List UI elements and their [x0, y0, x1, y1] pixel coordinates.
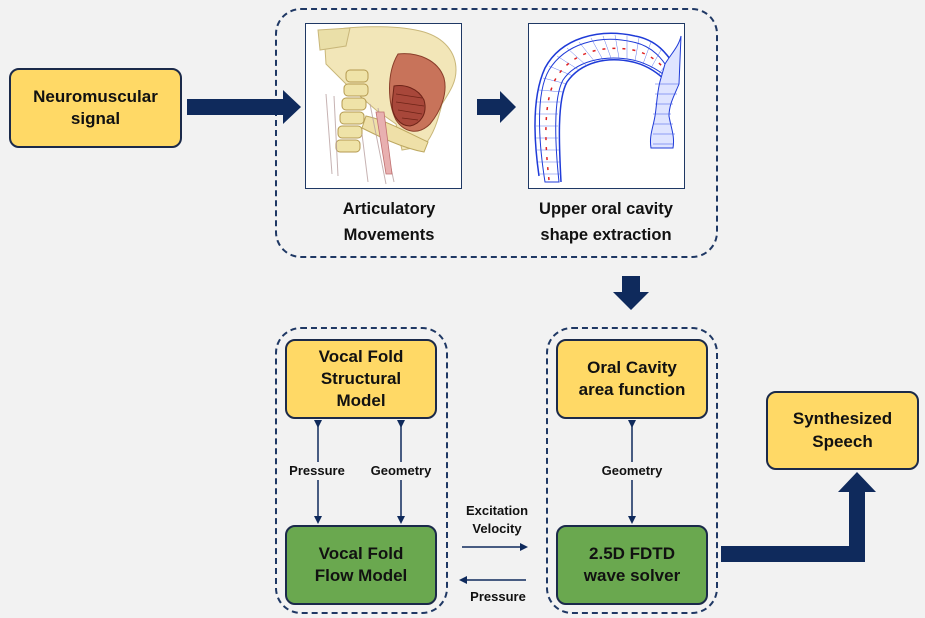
neuromuscular-line-2: signal — [70, 109, 121, 128]
label-pressure-left: Pressure — [282, 462, 352, 481]
articulatory-line-1: Articulatory — [342, 200, 436, 218]
oral-mesh-image — [528, 23, 685, 189]
arrow-fdtd-to-synthesized — [721, 472, 876, 562]
oral-area-line-1: Oral Cavity — [587, 357, 677, 377]
fdtd-line-2: wave solver — [583, 566, 681, 585]
arrow-articulatory-to-oral — [477, 91, 516, 123]
oral-mesh-icon — [529, 24, 684, 188]
articulatory-caption: Articulatory Movements — [305, 197, 473, 248]
synthesized-speech-box: Synthesized Speech — [766, 391, 919, 470]
vf-flow-box: Vocal Fold Flow Model — [285, 525, 437, 605]
oral-area-box: Oral Cavity area function — [556, 339, 708, 419]
head-model-icon — [306, 24, 461, 188]
vf-structural-line-2: Structural — [320, 368, 402, 388]
label-geometry-right: Geometry — [592, 462, 672, 481]
articulatory-group — [275, 8, 718, 258]
label-geometry-left: Geometry — [361, 462, 441, 481]
vf-structural-line-1: Vocal Fold — [318, 346, 404, 366]
label-excitation-line-2: Velocity — [472, 521, 522, 537]
upper-oral-caption: Upper oral cavity shape extraction — [510, 197, 702, 248]
arrow-down-to-oral-area — [613, 276, 649, 310]
neuromuscular-line-1: Neuromuscular — [33, 86, 158, 106]
head-model-image — [305, 23, 462, 189]
vf-structural-box: Vocal Fold Structural Model — [285, 339, 437, 419]
fdtd-line-1: 2.5D FDTD — [589, 543, 675, 563]
vf-structural-line-3: Model — [336, 391, 386, 411]
vocal-fold-group — [275, 327, 448, 614]
oral-area-line-2: area function — [578, 380, 686, 399]
arrow-neuro-to-articulatory — [187, 90, 301, 124]
fdtd-box: 2.5D FDTD wave solver — [556, 525, 708, 605]
vf-flow-line-2: Flow Model — [314, 566, 408, 585]
upper-oral-line-2: shape extraction — [540, 225, 672, 244]
vf-flow-line-1: Vocal Fold — [318, 543, 404, 563]
oral-cavity-group — [546, 327, 718, 614]
label-pressure-bottom: Pressure — [470, 589, 526, 604]
articulatory-line-2: Movements — [343, 225, 435, 244]
label-excitation-line-1: Excitation — [465, 503, 529, 518]
synthesized-line-2: Speech — [812, 431, 873, 451]
synthesized-line-1: Synthesized — [792, 409, 893, 429]
label-excitation: Excitation Velocity — [455, 502, 539, 538]
neuromuscular-signal-box: Neuromuscular signal — [9, 68, 182, 148]
upper-oral-line-1: Upper oral cavity — [539, 200, 673, 218]
